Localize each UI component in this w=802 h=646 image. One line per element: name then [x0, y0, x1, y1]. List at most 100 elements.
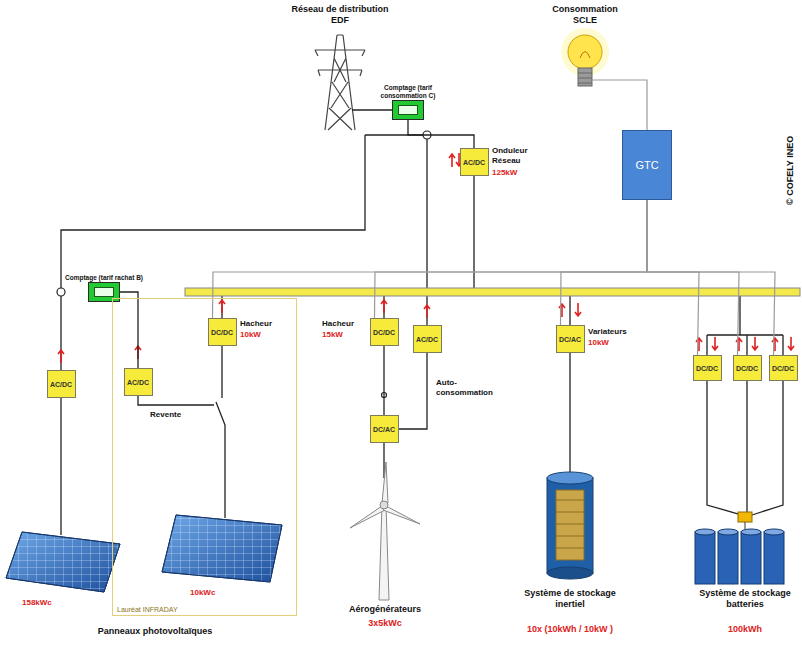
power-rating: 10x (10kWh / 10kW ) [495, 624, 645, 635]
power-rating: 3x5kWc [320, 618, 450, 629]
battery-pack [695, 532, 715, 584]
battery-pack [738, 512, 752, 522]
solar-panel [6, 532, 120, 592]
copyright-watermark: © COFELY INEO [785, 110, 796, 230]
power-flow-arrow [219, 300, 225, 313]
converter-box: DC/DC [693, 355, 722, 381]
junction-circle [57, 288, 65, 296]
power-wire [352, 109, 392, 110]
bulb [578, 73, 592, 83]
solar-panel [162, 515, 282, 582]
power-rating: 100kWh [692, 624, 798, 635]
converter-box: DC/DC [769, 355, 798, 381]
box-label: AC/DC [463, 159, 485, 166]
bulb [561, 28, 609, 86]
power-wire [473, 176, 474, 288]
box-label: DC/DC [373, 329, 395, 336]
group-caption: Système de stockage inertiel [510, 588, 630, 610]
meter-heading: Comptage (tarif consommation C) [363, 84, 453, 99]
power-rating: 158kWc [22, 598, 92, 608]
box-label: AC/DC [127, 379, 149, 386]
power-wire [408, 120, 474, 148]
pylon [315, 35, 365, 130]
energy-meter: Comptage (tarif consommation C) [392, 100, 424, 120]
group-caption: Aérogénérateurs [320, 604, 450, 615]
control-wire [647, 200, 699, 355]
flywheel [547, 478, 593, 573]
power-flow-arrow [58, 350, 64, 363]
control-wire [647, 200, 775, 355]
power-wire [569, 353, 570, 472]
wind-turbine [350, 506, 385, 528]
converter-box: DC/DC [208, 318, 237, 346]
component-label: Hacheur [322, 319, 366, 329]
box-label: DC/DC [211, 329, 233, 336]
group-caption: Panneaux photovoltaïques [60, 626, 250, 637]
power-flow-arrow [736, 338, 742, 351]
bulb [578, 68, 592, 86]
caption-text: Consommation SCLE [540, 4, 630, 26]
power-wire [707, 296, 783, 355]
converter-box: DC/DC [370, 318, 399, 346]
group-caption: Système de stockage batteries [692, 588, 798, 610]
control-wire [647, 200, 739, 355]
battery-pack [718, 532, 738, 584]
power-rating: 10kW [240, 330, 290, 340]
battery-pack [764, 532, 784, 584]
power-wire [61, 110, 783, 535]
power-flow-arrow [575, 303, 581, 316]
signal-wire [592, 80, 647, 130]
power-wire [383, 346, 384, 415]
power-rating: 10kW [588, 338, 648, 348]
power-flow-arrow [559, 304, 565, 317]
frame-label: Lauréat INFRADAY [117, 606, 178, 613]
power-flow-arrow [696, 338, 702, 351]
power-flow-arrow [58, 153, 794, 363]
power-wire [60, 398, 61, 535]
box-label: AC/DC [50, 381, 72, 388]
power-flow-arrow [381, 300, 387, 313]
power-rating: 125kW [492, 168, 544, 178]
component-label: Hacheur [240, 319, 290, 329]
power-wire [399, 353, 428, 429]
wind-turbine [379, 505, 389, 600]
control-wire [375, 200, 648, 318]
power-flow-arrow [424, 305, 430, 318]
switch-label: Auto-consommation [436, 378, 502, 397]
project-frame: Lauréat INFRADAY AC/DC DC/DC [112, 298, 297, 616]
converter-box: AC/DC [413, 325, 442, 353]
converter-box: AC/DC [124, 368, 153, 396]
flywheel [547, 472, 593, 484]
solar-panel [6, 515, 282, 592]
power-wire [216, 402, 225, 518]
power-wire [221, 346, 222, 398]
power-flow-arrow [788, 337, 794, 350]
power-flow-arrow [712, 337, 718, 350]
battery-pack [741, 529, 761, 535]
box-label: GTC [635, 159, 658, 171]
power-rating: 15kW [322, 330, 366, 340]
busbar [185, 288, 800, 296]
energy-meter: Comptage (tarif rachat B) [88, 282, 120, 302]
control-box: GTC [622, 130, 672, 200]
pylon [315, 35, 365, 130]
switch-label: Revente [150, 410, 200, 420]
meter-heading: Comptage (tarif rachat B) [59, 274, 149, 281]
component-label: Variateurs [588, 327, 648, 337]
wind-turbine [350, 462, 420, 600]
solar-panel [162, 515, 282, 582]
wind-turbine [380, 501, 388, 509]
converter-box: DC/DC [733, 355, 762, 381]
converter-box: DC/AC [556, 325, 585, 353]
box-label: DC/DC [696, 365, 718, 372]
bulb [568, 35, 602, 69]
meter-display [398, 105, 418, 115]
power-wire [120, 292, 138, 368]
box-label: DC/AC [373, 426, 395, 433]
signal-wire [592, 80, 647, 130]
bulb [580, 52, 590, 59]
wind-turbine [382, 462, 388, 503]
power-flow-arrow [772, 338, 778, 351]
control-wire [561, 200, 648, 325]
